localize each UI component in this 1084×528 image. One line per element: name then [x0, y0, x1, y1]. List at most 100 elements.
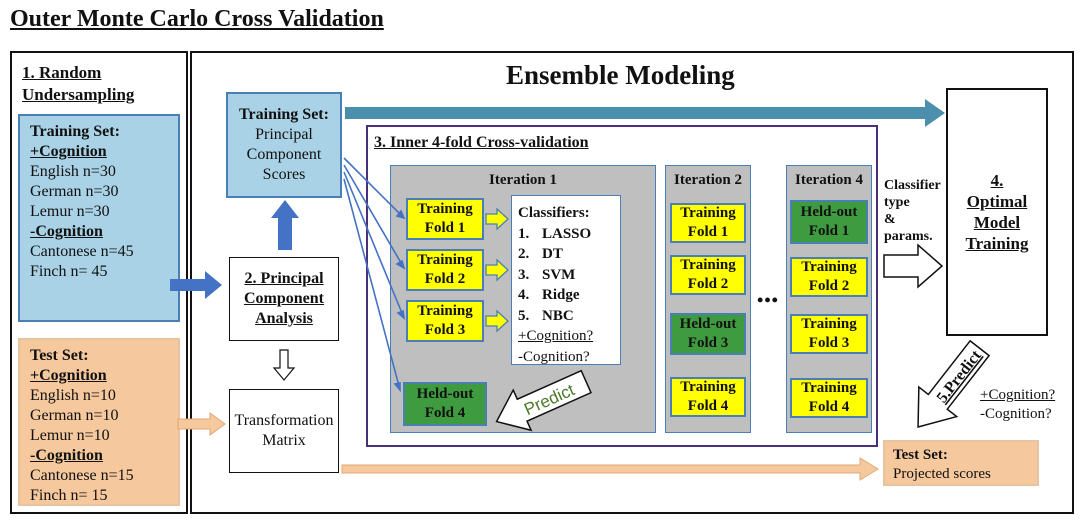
- arrow-pca-to-transform: [272, 349, 296, 381]
- iter1-heldout-fold-4: Held-out Fold 4: [403, 382, 487, 426]
- optimal-model-box: 4. Optimal Model Training: [946, 88, 1048, 336]
- test-item: Finch n= 15: [30, 487, 108, 504]
- iter2-training-fold-4: Training Fold 4: [670, 377, 746, 417]
- iteration-4-title: Iteration 4: [795, 172, 863, 188]
- pc-scores-title: Training Set:: [239, 106, 329, 123]
- classifier-item: 3. SVM: [518, 265, 620, 286]
- training-item: Cantonese n=45: [30, 243, 134, 260]
- classifier-name: Ridge: [542, 287, 580, 303]
- pc-scores-line: Scores: [262, 166, 306, 183]
- heading-line1: 1. Random: [22, 63, 102, 82]
- arrow-pca-to-scores: [271, 200, 299, 250]
- fold-line: Held-out: [800, 204, 858, 220]
- classifier-item: 4.Ridge: [518, 285, 620, 306]
- classifier-name: SVM: [542, 266, 576, 283]
- classifier-num: 2.: [518, 246, 530, 262]
- fold-line: Fold 1: [424, 220, 466, 236]
- fold-line: Fold 2: [808, 278, 850, 294]
- fold-line: Held-out: [679, 316, 737, 332]
- final-outcome-pos: +Cognition?: [980, 387, 1056, 403]
- iter1-training-fold-3: Training Fold 3: [406, 300, 484, 342]
- fold-line: Training: [801, 380, 857, 396]
- outcome-neg: -Cognition?: [518, 348, 590, 365]
- classifier-num: 3.: [518, 266, 530, 283]
- fold-line: Training: [801, 316, 857, 332]
- transformation-matrix-box: Transformation Matrix: [229, 389, 339, 473]
- fold-line: Training: [417, 252, 473, 268]
- pca-line: Analysis: [255, 310, 313, 327]
- training-item: Lemur n=30: [30, 203, 110, 220]
- iter4-training-fold-4: Training Fold 4: [790, 378, 868, 418]
- test-item: English n=10: [30, 387, 116, 404]
- transform-line: Matrix: [262, 432, 306, 449]
- test-set-box: Test Set: +Cognition English n=10 German…: [18, 338, 180, 506]
- test-item: German n=10: [30, 407, 119, 424]
- random-undersampling-heading: 1. Random Undersampling: [22, 62, 134, 106]
- final-outcome-neg: -Cognition?: [980, 406, 1052, 422]
- pc-scores-line: Principal: [255, 126, 313, 143]
- fold-line: Fold 4: [424, 405, 466, 421]
- test-set-title: Test Set:: [30, 347, 89, 364]
- training-neg-label: -Cognition: [30, 223, 103, 240]
- iter1-training-fold-2: Training Fold 2: [406, 249, 484, 291]
- fold-line: Fold 2: [424, 271, 466, 287]
- test-neg-label: -Cognition: [30, 447, 103, 464]
- fold-line: Training: [417, 303, 473, 319]
- transform-line: Transformation: [234, 412, 334, 429]
- ensemble-title: Ensemble Modeling: [506, 60, 735, 90]
- fold-line: Fold 3: [687, 335, 729, 351]
- classifier-name: DT: [542, 246, 563, 262]
- pc-scores-box: Training Set: Principal Component Scores: [226, 92, 342, 198]
- iter1-training-fold-1: Training Fold 1: [406, 198, 484, 240]
- heading-line2: Undersampling: [22, 85, 135, 104]
- fold-line: Fold 4: [687, 398, 729, 414]
- iteration-2-title: Iteration 2: [674, 172, 742, 188]
- iteration-1-title: Iteration 1: [489, 172, 557, 188]
- test-projected-title: Test Set:: [893, 447, 948, 463]
- fold-line: Training: [801, 259, 857, 275]
- training-pos-label: +Cognition: [30, 143, 107, 160]
- training-item: English n=30: [30, 163, 116, 180]
- iter4-training-fold-3: Training Fold 3: [790, 314, 868, 354]
- iterations-ellipsis: •••: [757, 290, 779, 310]
- iter4-heldout-fold-1: Held-out Fold 1: [790, 200, 868, 244]
- arrow-scores-to-optimal: [345, 99, 945, 127]
- inner-cv-panel: [366, 125, 878, 447]
- classifier-item: 5.NBC: [518, 306, 620, 327]
- iter2-training-fold-1: Training Fold 1: [670, 203, 746, 243]
- fold-line: Training: [680, 379, 736, 395]
- arrow-params-to-optimal: [883, 243, 944, 289]
- classifiers-title: Classifiers:: [518, 205, 590, 221]
- arrow-test-to-transform: [177, 412, 226, 436]
- iter2-training-fold-2: Training Fold 2: [670, 255, 746, 295]
- optimal-line: Training: [965, 234, 1029, 253]
- classifier-item: 1. LASSO: [518, 224, 620, 245]
- fold-line: Training: [417, 201, 473, 217]
- inner-cv-title: 3. Inner 4-fold Cross-validation: [374, 134, 589, 151]
- arrow-transform-to-projected: [341, 457, 879, 481]
- params-line: params.: [884, 229, 933, 244]
- fold-line: Fold 3: [808, 335, 850, 351]
- test-projected-label: Projected scores: [893, 466, 991, 482]
- pca-line: 2. Principal: [244, 270, 324, 287]
- optimal-line: Model: [973, 213, 1021, 232]
- fold-to-classifier-arrows: [485, 207, 509, 333]
- classifier-num: 1.: [518, 225, 530, 242]
- training-item: Finch n= 45: [30, 263, 108, 280]
- scores-fanout-lines: [343, 157, 406, 393]
- pc-scores-line: Component: [246, 146, 322, 163]
- fold-line: Training: [680, 205, 736, 221]
- final-outcome: +Cognition? -Cognition?: [980, 386, 1055, 424]
- fold-line: Held-out: [416, 386, 474, 402]
- test-item: Cantonese n=15: [30, 467, 134, 484]
- training-item: German n=30: [30, 183, 119, 200]
- outcome-pos: +Cognition?: [518, 328, 594, 344]
- pca-line: Component: [243, 290, 324, 307]
- classifier-params-label: Classifier type & params.: [884, 177, 941, 245]
- classifier-name: LASSO: [542, 225, 592, 242]
- params-line: Classifier: [884, 178, 941, 193]
- fold-line: Fold 1: [808, 223, 850, 239]
- training-set-box: Training Set: +Cognition English n=30 Ge…: [18, 114, 180, 322]
